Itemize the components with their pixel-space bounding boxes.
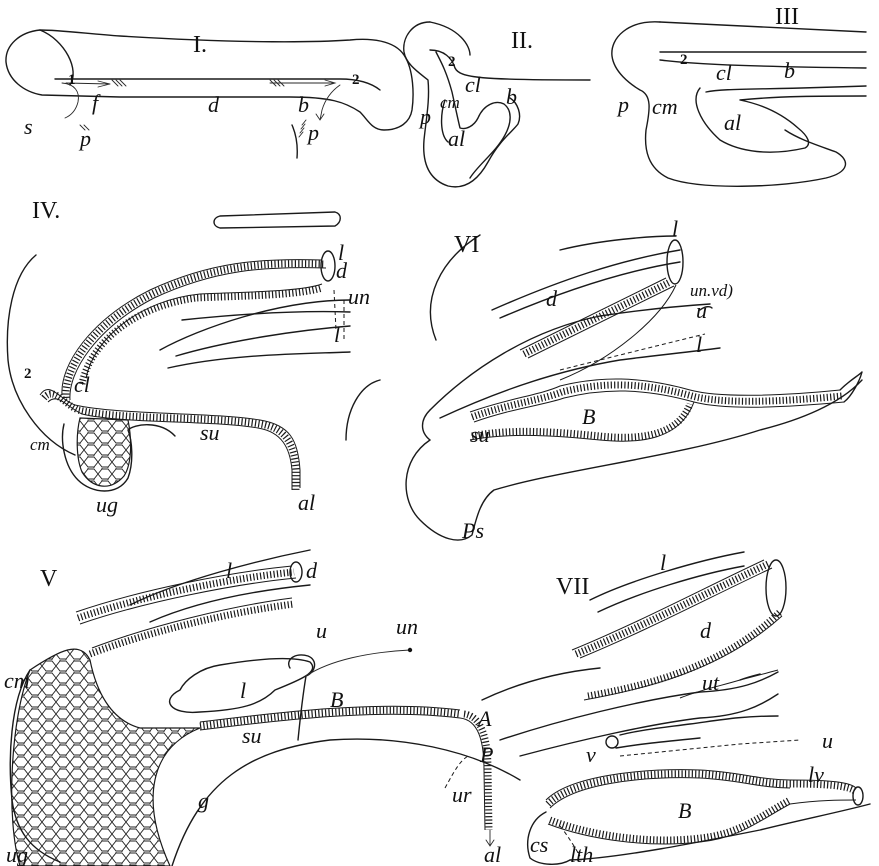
label-cl: cl (465, 72, 481, 97)
label-p-right: p (306, 120, 319, 145)
label-al: al (448, 126, 465, 151)
label-ug: ug (6, 842, 28, 866)
label-ut: ut (702, 670, 720, 695)
label-u: u (316, 618, 327, 643)
label-2: 2 (352, 72, 360, 88)
label-cs: cs (530, 832, 548, 857)
label-l-mid: l (334, 322, 340, 347)
label-al: al (724, 110, 741, 135)
label-u: u (822, 728, 833, 753)
numeral-I: I. (193, 32, 207, 58)
label-s: s (24, 114, 33, 139)
label-l-top: l (660, 550, 666, 575)
label-su: su (242, 723, 262, 748)
label-d: d (208, 92, 220, 117)
label-2: 2 (680, 52, 688, 68)
label-b: b (298, 92, 309, 117)
label-l-mid: l (696, 332, 702, 357)
label-b: b (784, 58, 795, 83)
label-d: d (306, 558, 318, 583)
label-lth: lth (570, 842, 593, 866)
label-B: B (678, 798, 691, 823)
label-su: su (200, 420, 220, 445)
label-p: p (616, 92, 629, 117)
label-cm: cm (4, 668, 30, 693)
label-2: 2 (448, 54, 456, 70)
label-d: d (336, 258, 348, 283)
numeral-II: II. (511, 28, 533, 54)
numeral-VI: VI (454, 232, 479, 258)
label-Ps: Ps (461, 518, 484, 543)
label-cm: cm (30, 435, 50, 454)
label-f: f (92, 90, 101, 115)
label-A: A (476, 706, 492, 731)
label-u: u (696, 298, 707, 323)
label-b: b (506, 84, 517, 109)
label-cm: cm (440, 93, 460, 112)
label-l-mid: l (240, 678, 246, 703)
label-su: su (470, 422, 490, 447)
numeral-III: III (775, 4, 799, 30)
figure-7: VII l d ut A P v u B lv cs lth (476, 550, 870, 866)
label-2: 2 (24, 366, 32, 382)
label-lv: lv (808, 762, 824, 787)
label-d: d (546, 286, 558, 311)
label-ug: ug (96, 492, 118, 517)
label-cm: cm (652, 94, 678, 119)
label-al: al (484, 842, 501, 866)
numeral-V: V (40, 566, 58, 592)
label-l-top: l (226, 558, 232, 583)
label-d: d (700, 618, 712, 643)
figure-3: III 2 cl b p cm al (612, 4, 866, 186)
label-v: v (586, 742, 596, 767)
label-un: un (396, 614, 418, 639)
label-B: B (330, 687, 343, 712)
figure-6: VI l d un.vd) u l B su Ps (406, 216, 862, 543)
label-ur: ur (452, 782, 472, 807)
label-p: p (418, 104, 431, 129)
label-P: P (479, 742, 493, 767)
label-al: al (298, 490, 315, 515)
figure-1: I. 1 f d b 2 s p p (6, 30, 413, 158)
label-cl: cl (716, 60, 732, 85)
numeral-IV: IV. (32, 198, 60, 224)
label-B: B (582, 404, 595, 429)
label-un: un (348, 284, 370, 309)
label-cl: cl (74, 372, 90, 397)
label-p-left: p (78, 126, 91, 151)
figure-4: IV. l d un l 2 cl su cm ug al (7, 198, 380, 517)
figure-2: II. 2 cl b cm p al (404, 22, 590, 187)
figure-5: V l d u un l cm B su g ur al ug (4, 550, 520, 866)
label-g: g (198, 788, 209, 813)
numeral-VII: VII (556, 574, 589, 600)
label-1: 1 (68, 72, 76, 88)
label-l-top: l (672, 216, 678, 241)
